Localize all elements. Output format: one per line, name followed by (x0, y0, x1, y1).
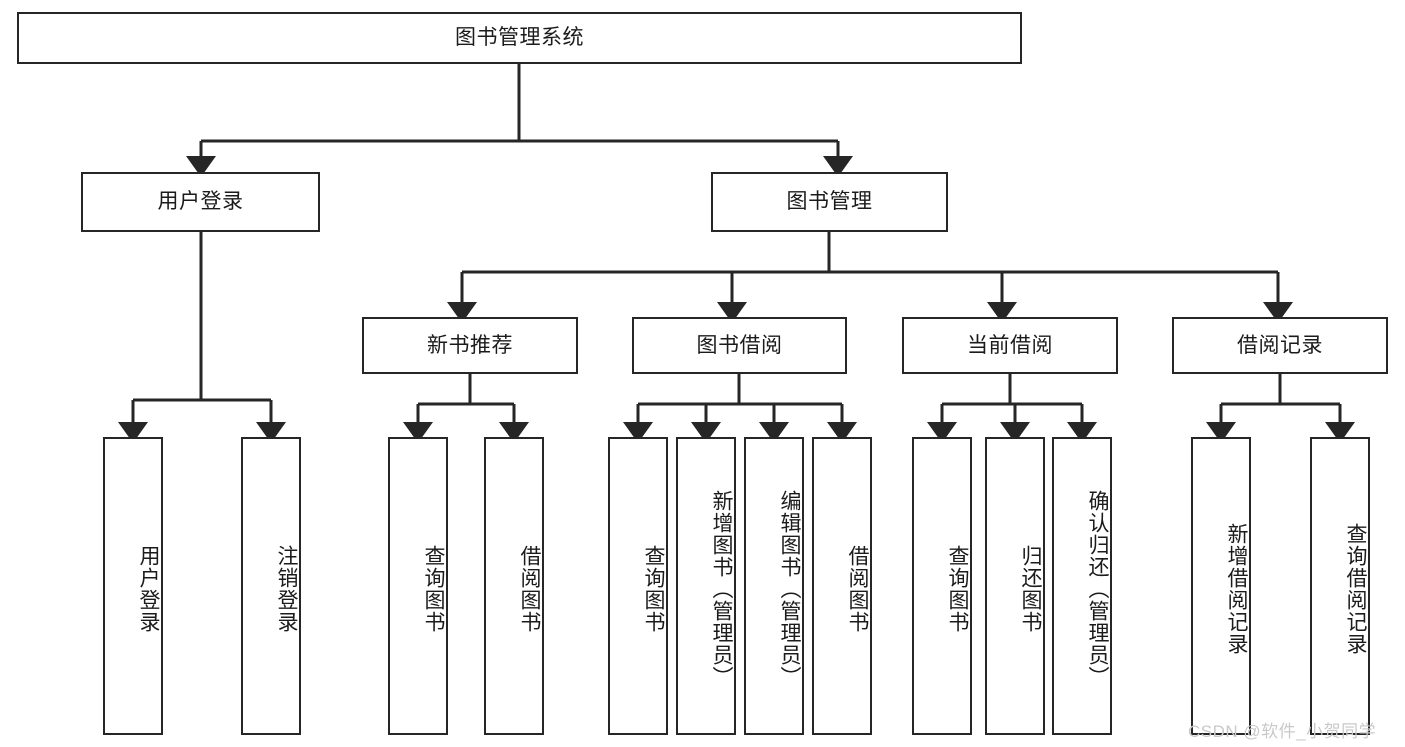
node-label: 查询图书 (946, 545, 969, 633)
node-current-borrow[interactable]: 当前借阅 (902, 317, 1118, 374)
node-label: 查询图书 (642, 545, 665, 633)
node-leaf-return-book[interactable]: 归还图书 (985, 437, 1045, 735)
node-leaf-edit-book[interactable]: 编辑图书（管理员） (744, 437, 804, 735)
node-leaf-query-book-2[interactable]: 查询图书 (608, 437, 668, 735)
node-leaf-add-book[interactable]: 新增图书（管理员） (676, 437, 736, 735)
node-book-borrow[interactable]: 图书借阅 (632, 317, 847, 374)
node-leaf-borrow-book-2[interactable]: 借阅图书 (812, 437, 872, 735)
node-leaf-query-book-1[interactable]: 查询图书 (388, 437, 448, 735)
node-user-login[interactable]: 用户登录 (81, 172, 320, 232)
node-label: 用户登录 (137, 545, 160, 633)
node-leaf-confirm-return[interactable]: 确认归还（管理员） (1052, 437, 1112, 735)
node-leaf-add-record[interactable]: 新增借阅记录 (1191, 437, 1251, 735)
node-label: 借阅图书 (846, 545, 869, 633)
csdn-watermark: CSDN @软件_小贺同学 (1188, 722, 1377, 741)
node-label: 借阅图书 (518, 545, 541, 633)
node-label: 用户登录 (157, 190, 244, 214)
node-label: 借阅记录 (1237, 333, 1323, 357)
node-label: 新书推荐 (427, 333, 513, 357)
node-leaf-user-login[interactable]: 用户登录 (103, 437, 163, 735)
node-leaf-user-logout[interactable]: 注销登录 (241, 437, 301, 735)
node-root[interactable]: 图书管理系统 (17, 12, 1022, 64)
node-label: 图书管理 (786, 190, 873, 214)
node-new-book-rec[interactable]: 新书推荐 (362, 317, 578, 374)
node-label: 当前借阅 (967, 333, 1053, 357)
node-label: 图书借阅 (696, 333, 783, 357)
node-label: 查询图书 (422, 545, 445, 633)
node-leaf-query-record[interactable]: 查询借阅记录 (1310, 437, 1370, 735)
node-label: 查询借阅记录 (1344, 523, 1367, 655)
node-label: 新增借阅记录 (1225, 523, 1248, 655)
node-label: 编辑图书（管理员） (778, 490, 801, 688)
node-leaf-query-book-3[interactable]: 查询图书 (912, 437, 972, 735)
node-label: 确认归还（管理员） (1086, 490, 1109, 688)
node-borrow-record[interactable]: 借阅记录 (1172, 317, 1388, 374)
node-label: 新增图书（管理员） (710, 490, 733, 688)
node-label: 图书管理系统 (455, 26, 584, 50)
node-leaf-borrow-book-1[interactable]: 借阅图书 (484, 437, 544, 735)
node-book-manage[interactable]: 图书管理 (711, 172, 948, 232)
node-label: 注销登录 (275, 545, 298, 633)
node-label: 归还图书 (1019, 545, 1042, 633)
